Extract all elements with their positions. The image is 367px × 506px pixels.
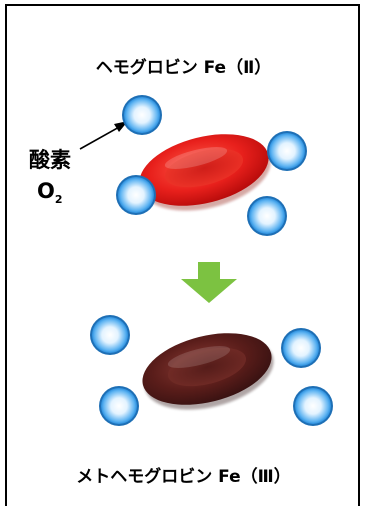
pointer-arrow xyxy=(79,121,128,150)
oxygen-label: 酸素 xyxy=(29,148,71,172)
oxygen-formula-base: O xyxy=(37,179,55,203)
oxygen-molecule-icon xyxy=(293,386,333,426)
red-blood-cell-icon xyxy=(139,134,271,211)
methemoglobin-title: メトヘモグロビン Fe（Ⅲ） xyxy=(76,467,291,487)
oxygen-molecule-icon xyxy=(122,95,162,135)
oxygen-molecule-icon xyxy=(99,386,139,426)
oxygen-formula-subscript: 2 xyxy=(54,193,63,207)
oxygen-formula: O2 xyxy=(37,179,63,206)
oxygen-molecule-icon xyxy=(281,328,321,368)
diagram-frame xyxy=(5,4,360,506)
oxygen-molecule-icon xyxy=(90,315,130,355)
oxygen-molecule-icon xyxy=(116,175,156,215)
arrow-down-icon xyxy=(181,262,237,303)
brown-blood-cell-icon xyxy=(142,333,274,410)
oxygen-molecule-icon xyxy=(267,131,307,171)
hemoglobin-title: ヘモグロビン Fe（Ⅱ） xyxy=(95,58,272,78)
oxygen-molecule-icon xyxy=(247,196,287,236)
